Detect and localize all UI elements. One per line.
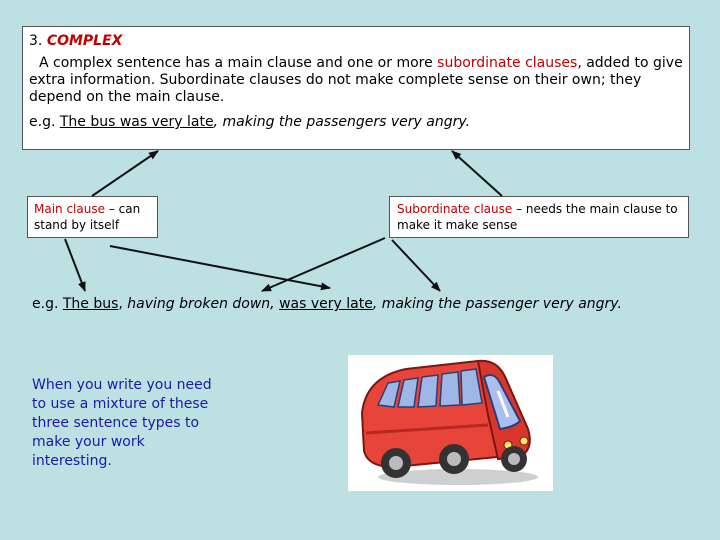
arrow-main-to-subject <box>64 238 86 292</box>
arrow-sub-to-phrase1 <box>261 237 386 292</box>
example2-subject: The bus <box>62 296 119 312</box>
example-main-clause: The bus was very late <box>59 114 214 130</box>
example-sentence-2: e.g. The bus, having broken down, was ve… <box>32 296 622 312</box>
main-clause-callout: Main clause – can stand by itself <box>27 196 158 238</box>
arrow-main-to-sentence1 <box>91 150 159 197</box>
example2-comma: , <box>118 296 123 312</box>
arrow-sub-to-sentence1 <box>451 150 503 197</box>
example-prefix: e.g. <box>29 114 60 130</box>
example2-subordinate-1: having broken down, <box>122 296 275 312</box>
subordinate-clause-callout: Subordinate clause – needs the main clau… <box>389 196 689 238</box>
example2-prefix: e.g. <box>32 296 63 312</box>
section-title: COMPLEX <box>46 33 123 49</box>
arrow-main-to-verb <box>109 245 331 291</box>
bus-picture <box>348 355 553 491</box>
main-clause-label: Main clause <box>34 202 105 216</box>
subordinate-clause-label: Subordinate clause <box>397 202 513 216</box>
example-sentence-1: e.g. The bus was very late, making the p… <box>29 114 683 130</box>
bus-icon <box>348 355 553 491</box>
section-heading: 3. COMPLEX <box>29 33 683 49</box>
main-clause-desc: – can stand by itself <box>34 202 141 232</box>
arrow-sub-to-phrase2 <box>391 239 441 292</box>
definition-part-1: A complex sentence has a main clause and… <box>39 55 438 71</box>
example2-subordinate-2: , making the passenger very angry. <box>372 296 622 312</box>
example-subordinate-clause: , making the passengers very angry. <box>213 114 471 130</box>
writing-tip: When you write you need to use a mixture… <box>32 377 212 469</box>
complex-definition-box: 3. COMPLEX A complex sentence has a main… <box>22 26 690 150</box>
subordinate-clause-desc: – needs the main clause to make it make … <box>397 202 678 232</box>
subordinate-clauses-highlight: subordinate clauses <box>437 55 578 71</box>
definition-part-2: , added to give extra information. Subor… <box>29 55 683 105</box>
example2-main-verb: was very late <box>279 296 373 312</box>
section-number: 3. <box>29 33 43 49</box>
definition-text: A complex sentence has a main clause and… <box>29 55 683 106</box>
